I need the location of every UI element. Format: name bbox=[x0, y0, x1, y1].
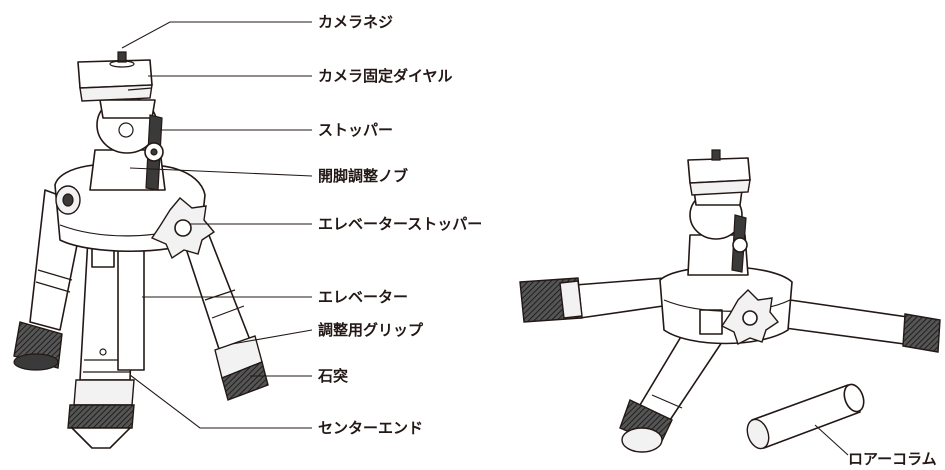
leg-front bbox=[67, 237, 136, 449]
camera-plate bbox=[77, 51, 153, 102]
low-leg-left bbox=[519, 277, 671, 323]
low-stopper-lever bbox=[731, 214, 748, 273]
stopper-lever bbox=[144, 114, 164, 191]
label-center-end: センターエンド bbox=[318, 419, 424, 437]
elevator-column bbox=[117, 249, 145, 371]
label-stone-tip: 石突 bbox=[318, 367, 349, 385]
low-leg-front bbox=[619, 329, 723, 453]
label-stopper: ストッパー bbox=[318, 121, 394, 139]
label-low-column: ロアーコラム bbox=[848, 450, 937, 468]
tripod-standing bbox=[13, 51, 269, 449]
elevator-stopper-knob bbox=[150, 197, 216, 260]
label-camera-screw: カメラネジ bbox=[318, 13, 394, 31]
label-elevator-stopper: エレベーターストッパー bbox=[318, 215, 483, 233]
low-hub bbox=[659, 265, 793, 345]
label-camera-dial: カメラ固定ダイヤル bbox=[318, 67, 453, 85]
label-leg-knob: 開脚調整ノブ bbox=[318, 167, 409, 185]
label-elevator: エレベーター bbox=[318, 288, 409, 306]
low-column-part bbox=[746, 383, 865, 450]
low-elevator-stopper-knob bbox=[720, 289, 780, 345]
low-leg-right bbox=[784, 299, 941, 353]
label-grip: 調整用グリップ bbox=[318, 321, 424, 339]
tripod-low bbox=[519, 149, 941, 453]
leader-lines bbox=[121, 21, 849, 456]
low-camera-plate bbox=[687, 149, 751, 196]
